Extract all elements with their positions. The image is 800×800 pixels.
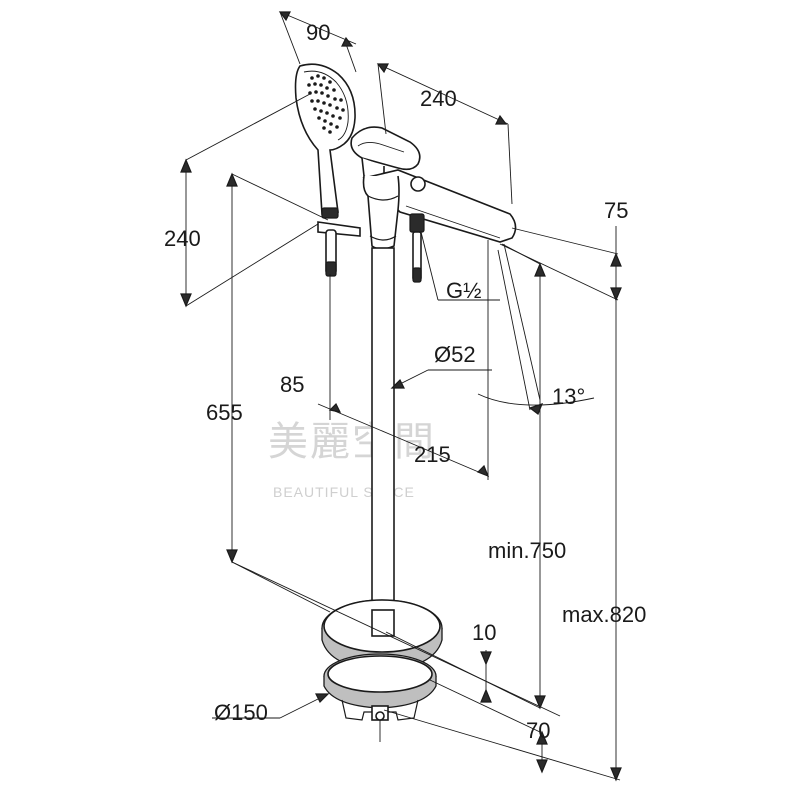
label-spout-angle: 13° [552,384,585,409]
base-rosette-icon [321,599,443,709]
label-min-height: min.750 [488,538,566,563]
dimension-lines [180,11,622,782]
label-hand-shower-height: 240 [164,226,201,251]
label-spout-projection: 215 [414,442,451,467]
spout-icon [362,169,517,283]
label-max-height: max.820 [562,602,646,627]
label-hose-offset: 85 [280,372,304,397]
shower-holder [317,221,361,277]
dimension-labels: 90 240 240 75 G½ Ø52 85 215 13° 655 min.… [164,20,646,743]
watermark: 美麗空間 BEAUTIFUL SPACE [268,419,436,500]
label-base-diameter: Ø150 [214,700,268,725]
hand-shower-icon [294,63,356,219]
installation-body-icon [341,699,419,742]
label-hand-shower-width: 90 [306,20,330,45]
lever-handle-icon [350,126,421,181]
spray-nozzles [307,74,345,134]
label-base-gap: 10 [472,620,496,645]
label-base-height: 70 [526,718,550,743]
label-spout-height: 75 [604,198,628,223]
faucet-outline [294,63,517,742]
label-connection-thread: G½ [446,278,481,303]
column-icon [362,175,400,635]
label-column-diameter: Ø52 [434,342,476,367]
label-spout-length-top: 240 [420,86,457,111]
watermark-chinese: 美麗空間 [268,419,436,465]
label-handset-height: 655 [206,400,243,425]
